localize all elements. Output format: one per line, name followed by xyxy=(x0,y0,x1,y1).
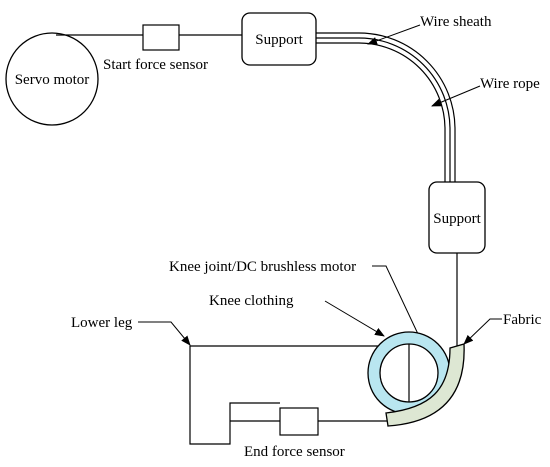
support-top-label: Support xyxy=(255,32,303,48)
wire-sheath-outer xyxy=(316,32,456,182)
end-force-sensor-label: End force sensor xyxy=(244,444,345,460)
knee-joint-motor-label: Knee joint/DC brushless motor xyxy=(169,259,356,275)
knee-clothing-label: Knee clothing xyxy=(209,293,294,309)
fabric-band xyxy=(385,343,465,427)
support-top-box xyxy=(241,12,317,66)
lower-leg-frame xyxy=(189,345,408,445)
servo-motor-circle xyxy=(5,32,99,126)
lower-leg-label: Lower leg xyxy=(71,315,133,331)
wire-sheath-arrow xyxy=(367,24,421,45)
knee-clothing-arrow xyxy=(324,300,385,337)
wire-sheath-label: Wire sheath xyxy=(420,14,492,30)
knee-joint-motor-arrow xyxy=(372,265,427,352)
lower-leg-arrow xyxy=(138,321,191,346)
wire-rope-arrow xyxy=(431,85,481,107)
servo-motor-label: Servo motor xyxy=(15,72,90,88)
wire-sheath-inner xyxy=(316,42,446,182)
end-force-sensor-box xyxy=(279,407,319,436)
fabric-arrow xyxy=(463,318,502,345)
start-force-sensor-label: Start force sensor xyxy=(103,57,208,73)
support-right-label: Support xyxy=(433,211,481,227)
fabric-label: Fabric xyxy=(503,312,542,328)
wire-rope-label: Wire rope xyxy=(480,76,540,92)
wire-rope-center xyxy=(316,37,451,182)
start-force-sensor-box xyxy=(142,24,180,51)
